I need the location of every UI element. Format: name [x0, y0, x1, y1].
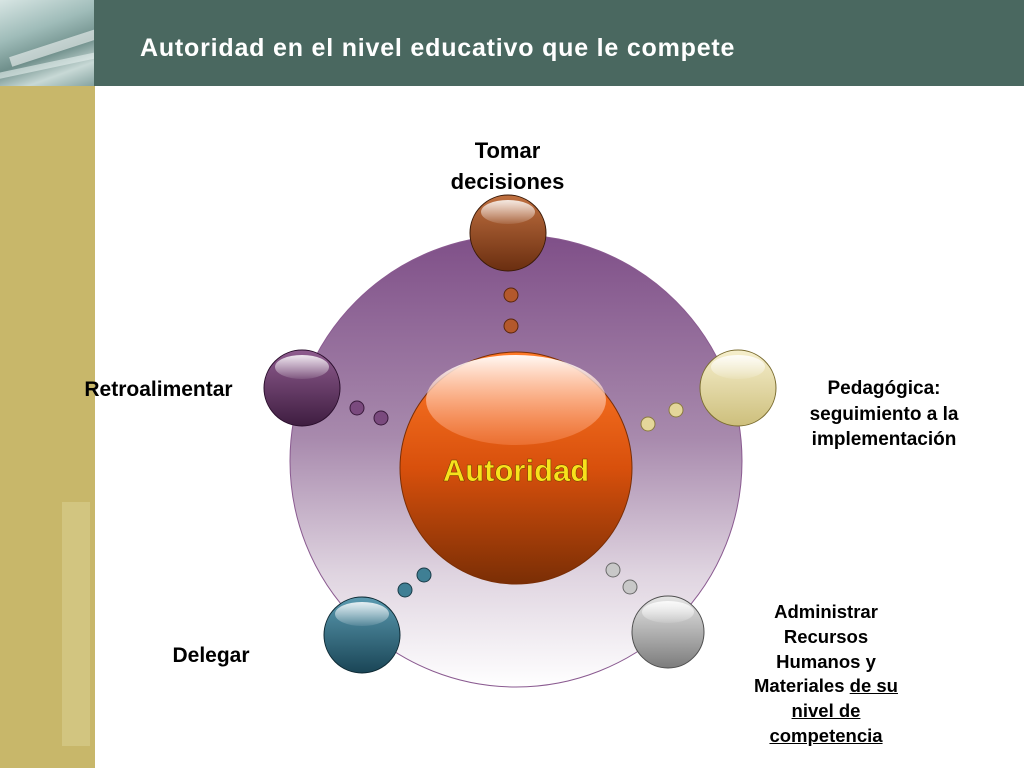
center-label: Autoridad	[443, 453, 589, 488]
center-sphere: Autoridad	[399, 351, 633, 585]
header-bar	[0, 0, 1024, 86]
connector-dots-right	[640, 402, 684, 432]
connector-dots-left	[349, 400, 389, 426]
label-delegar: Delegar	[172, 644, 250, 667]
slide-title: Autoridad en el nivel educativo que le c…	[140, 34, 736, 62]
header-photo	[0, 0, 94, 86]
node-right-sphere	[699, 349, 777, 427]
node-top-sphere	[469, 194, 547, 272]
connector-dots-bottom-right	[605, 562, 638, 595]
label-pedagogica: Pedagógica: seguimiento a la implementac…	[809, 378, 959, 451]
label-administrar-recursos: Administrar Recursos Humanos y Materiale…	[754, 601, 898, 746]
connector-dots-top	[503, 287, 519, 334]
sidebar-inset	[62, 502, 90, 746]
connector-dots-bottom-left	[397, 567, 432, 598]
label-tomar-decisiones: Tomar decisiones	[450, 138, 565, 194]
node-bottom-right-sphere	[631, 595, 705, 669]
node-bottom-left-sphere	[323, 596, 401, 674]
node-left-sphere	[263, 349, 341, 427]
label-retroalimentar: Retroalimentar	[84, 378, 233, 401]
